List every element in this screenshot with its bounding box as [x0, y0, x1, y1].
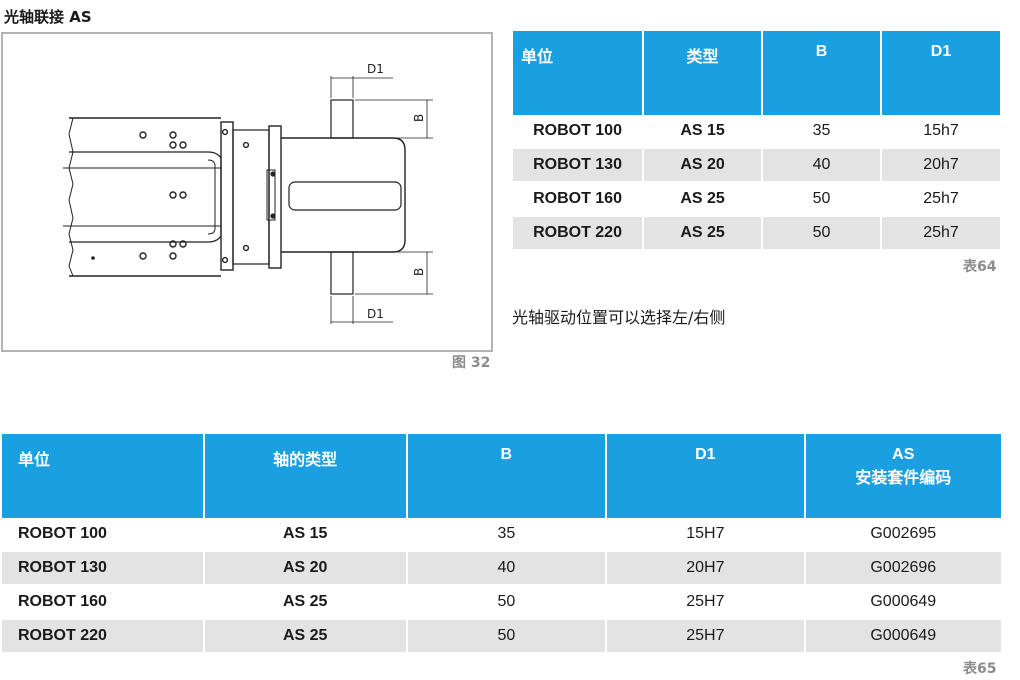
- table-cell: AS 20: [644, 149, 762, 183]
- table-row: ROBOT 100 AS 15 35 15H7 G002695: [2, 518, 1001, 552]
- dim-d1-top: D1: [367, 62, 384, 76]
- table-64-caption: 表64: [963, 259, 997, 275]
- table-cell: 40: [763, 149, 880, 183]
- table-row: ROBOT 160 AS 25 50 25H7 G000649: [2, 586, 1001, 620]
- t65-header-d1: D1: [607, 434, 804, 518]
- table-cell: 20h7: [882, 149, 1000, 183]
- table-cell: 25h7: [882, 217, 1000, 251]
- table-cell: 50: [763, 217, 880, 251]
- table-cell: 15H7: [607, 518, 804, 552]
- table-row: ROBOT 130 AS 20 40 20h7: [513, 149, 1000, 183]
- t65-header-unit: 单位: [2, 434, 203, 518]
- table-cell: 50: [407, 620, 606, 654]
- drawing-svg: D1 B B D1: [63, 62, 433, 324]
- table-cell: 25h7: [882, 183, 1000, 217]
- table-cell: G002696: [805, 552, 1001, 586]
- table-cell: 40: [407, 552, 606, 586]
- table-cell: ROBOT 160: [513, 183, 643, 217]
- table-cell: 35: [407, 518, 606, 552]
- table-cell: ROBOT 130: [513, 149, 643, 183]
- t65-header-b: B: [407, 434, 606, 518]
- table-cell: AS 25: [204, 620, 406, 654]
- table-cell: ROBOT 130: [2, 552, 203, 586]
- dim-b-bottom: B: [412, 268, 426, 276]
- table-cell: ROBOT 100: [513, 115, 643, 149]
- table-cell: ROBOT 160: [2, 586, 203, 620]
- table-cell: G002695: [805, 518, 1001, 552]
- t64-header-b: B: [763, 31, 880, 115]
- table-row: ROBOT 130 AS 20 40 20H7 G002696: [2, 552, 1001, 586]
- table-cell: AS 15: [204, 518, 406, 552]
- dim-d1-bottom: D1: [367, 307, 384, 321]
- table-cell: 25H7: [607, 620, 804, 654]
- table-cell: AS 20: [204, 552, 406, 586]
- t64-header-unit: 单位: [513, 31, 643, 115]
- table-cell: G000649: [805, 586, 1001, 620]
- table-cell: 35: [763, 115, 880, 149]
- table-row: ROBOT 160 AS 25 50 25h7: [513, 183, 1000, 217]
- t65-header-kit-code-label: 安装套件编码: [855, 470, 952, 487]
- page-title: 光轴联接 AS: [4, 8, 92, 26]
- table-cell: AS 25: [644, 217, 762, 251]
- table-cell: ROBOT 220: [513, 217, 643, 251]
- table-cell: ROBOT 220: [2, 620, 203, 654]
- technical-drawing: D1 B B D1: [1, 32, 493, 352]
- table-cell: AS 25: [204, 586, 406, 620]
- table-cell: ROBOT 100: [2, 518, 203, 552]
- t65-header-shaft-type: 轴的类型: [204, 434, 406, 518]
- figure-caption: 图 32: [452, 355, 491, 371]
- t64-header-type: 类型: [644, 31, 762, 115]
- table-row: ROBOT 220 AS 25 50 25H7 G000649: [2, 620, 1001, 654]
- table-cell: 15h7: [882, 115, 1000, 149]
- table-65: 单位 轴的类型 B D1 AS 安装套件编码 ROBOT 100 AS 15 3…: [0, 434, 1003, 654]
- table-row: ROBOT 220 AS 25 50 25h7: [513, 217, 1000, 251]
- table-cell: 50: [763, 183, 880, 217]
- table-cell: AS 25: [644, 183, 762, 217]
- table-cell: AS 15: [644, 115, 762, 149]
- t65-header-as: AS: [892, 446, 915, 463]
- table-64: 单位 类型 B D1 ROBOT 100 AS 15 35 15h7 ROBOT…: [511, 31, 1002, 251]
- table-row: ROBOT 100 AS 15 35 15h7: [513, 115, 1000, 149]
- t64-header-d1: D1: [882, 31, 1000, 115]
- table-cell: 50: [407, 586, 606, 620]
- shaft-position-note: 光轴驱动位置可以选择左/右侧: [512, 308, 726, 327]
- t65-header-kit-code: AS 安装套件编码: [805, 434, 1001, 518]
- table-65-caption: 表65: [963, 661, 997, 677]
- table-cell: 20H7: [607, 552, 804, 586]
- table-cell: G000649: [805, 620, 1001, 654]
- table-cell: 25H7: [607, 586, 804, 620]
- dim-b-top: B: [412, 114, 426, 122]
